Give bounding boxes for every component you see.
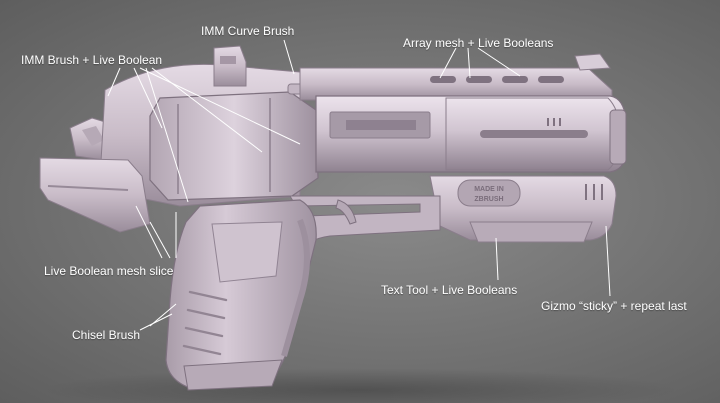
- label-live-boolean-mesh-slice: Live Boolean mesh slice: [44, 264, 174, 278]
- label-array-mesh-live-booleans: Array mesh + Live Booleans: [403, 36, 554, 50]
- grip-panel: [211, 221, 283, 283]
- label-text-tool-live-booleans: Text Tool + Live Booleans: [381, 283, 518, 297]
- rail-slot-1: [430, 76, 456, 83]
- grip-base: [183, 359, 283, 391]
- rail-slot-4: [538, 76, 564, 83]
- barrel-vents: [547, 118, 561, 126]
- rear-sight: [213, 45, 247, 87]
- label-chisel-brush: Chisel Brush: [72, 328, 141, 342]
- label-gizmo-sticky-repeat-last: Gizmo “sticky” + repeat last: [541, 299, 687, 313]
- leader-lines: [107, 39, 611, 331]
- muzzle-ring: [609, 109, 627, 165]
- rail-slot-3: [502, 76, 528, 83]
- underbarrel-lower: [469, 221, 593, 243]
- top-rail: [299, 67, 613, 101]
- grip-back-strap: [281, 218, 310, 357]
- engraving-line-1: MADE IN: [474, 186, 504, 193]
- hammer-spur: [82, 126, 104, 146]
- trigger: [335, 199, 357, 225]
- engraving-line-2: ZBRUSH: [474, 196, 503, 203]
- front-sight: [574, 53, 611, 71]
- rail-slot-2: [466, 76, 492, 83]
- drop-shadow: [40, 368, 680, 403]
- front-block-groove: [47, 185, 129, 191]
- accessory-grooves: [585, 184, 603, 200]
- rear-sight-notch: [220, 56, 236, 64]
- grip-ridges: [182, 290, 228, 356]
- front-block: [39, 157, 151, 233]
- engraving-plate: [457, 179, 521, 207]
- cylinder: [149, 91, 319, 201]
- label-imm-brush-live-boolean: IMM Brush + Live Boolean: [21, 53, 163, 67]
- side-window-inner: [346, 120, 416, 130]
- barrel-slot: [480, 130, 588, 138]
- label-imm-curve-brush: IMM Curve Brush: [201, 24, 295, 38]
